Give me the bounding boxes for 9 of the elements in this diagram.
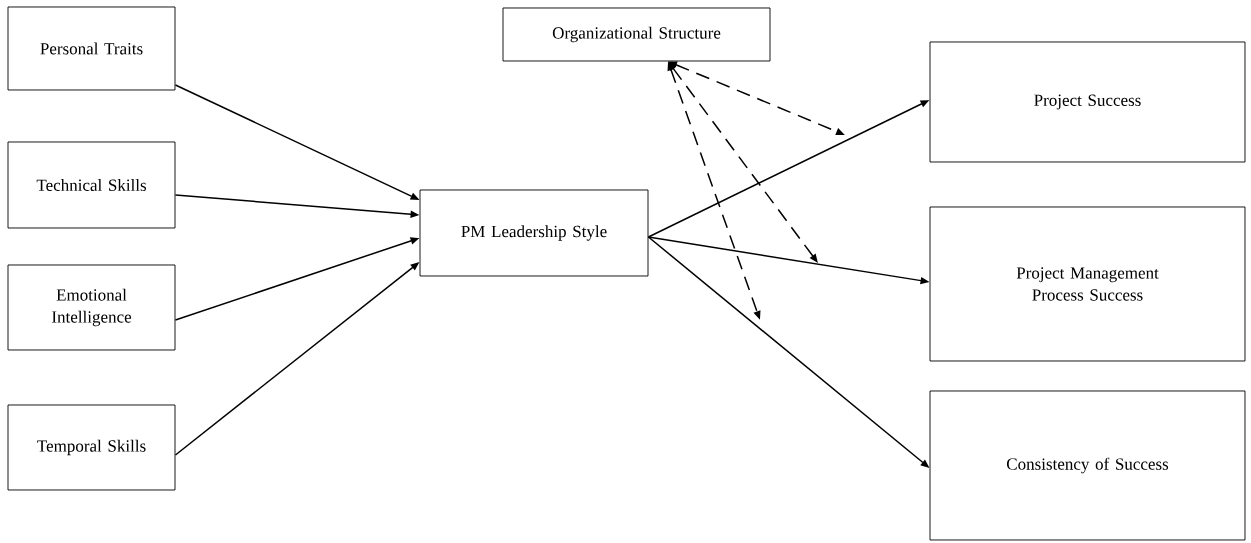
concept-box: Consistency of Success bbox=[929, 390, 1246, 541]
concept-box: PM Leadership Style bbox=[419, 189, 649, 277]
concept-box: Organizational Structure bbox=[502, 7, 771, 62]
concept-box: Personal Traits bbox=[7, 6, 176, 91]
concept-box: Temporal Skills bbox=[7, 404, 176, 491]
concept-box: Project Management Process Success bbox=[929, 206, 1246, 362]
concept-box: Emotional Intelligence bbox=[7, 264, 176, 351]
concept-box: Project Success bbox=[929, 41, 1246, 163]
concept-box: Technical Skills bbox=[7, 141, 176, 229]
